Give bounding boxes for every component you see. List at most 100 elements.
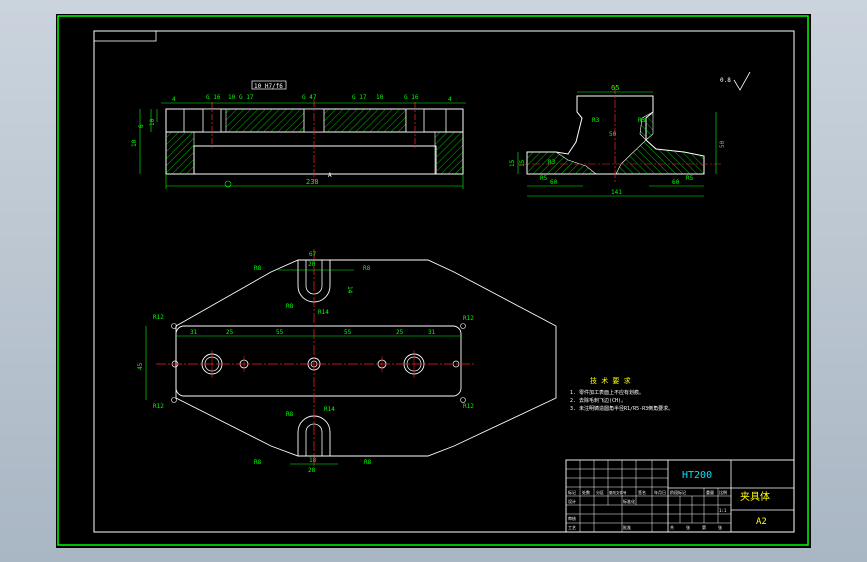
plan-dim-r8-br: R8	[364, 459, 372, 466]
plan-dim-slot-bot-w: 18	[309, 457, 317, 464]
side-dim-r3b: R3	[638, 117, 646, 124]
tb-role-0: 设计	[568, 498, 576, 504]
front-dim-d10b: 10	[376, 94, 384, 101]
plan-dim-slot-bot-d: 28	[308, 467, 316, 474]
plan-dim-r12-tr: R12	[463, 315, 474, 322]
side-hatch-left	[526, 151, 597, 175]
front-dim-g16a: G 16	[206, 94, 221, 101]
drawing-sheet: 10 H7/f6 238 A 4 6 10 10 G 16 10 G 17 G …	[56, 14, 811, 548]
plan-view: 67 20 14 R8 R8 R8 R14 R12 R12 R12 R12 31…	[137, 249, 557, 474]
inner-frame	[93, 30, 795, 533]
plan-dim-x31-l: 31	[190, 329, 198, 336]
surface-roughness-symbol: 0.8	[720, 71, 751, 91]
front-dim-top-left: 4	[172, 96, 176, 103]
tb-row-label-4: 签名	[638, 489, 646, 495]
tech-req-item-3: 3. 未注明铸造圆角半径R1/R5-R3倒角要求。	[570, 405, 673, 412]
front-view: 10 H7/f6 238 A 4 6 10 10 G 16 10 G 17 G …	[131, 80, 466, 189]
side-dim-right-h: 50	[719, 140, 726, 148]
tb-sheet-size: A2	[756, 517, 767, 527]
plan-slot-bottom-inner	[305, 423, 323, 456]
tech-req-title: 技 术 要 求	[590, 376, 631, 385]
tb-stage-1: 重量	[706, 489, 714, 495]
side-dim-r3a: R3	[592, 117, 600, 124]
plan-dim-x25-r: 25	[396, 329, 404, 336]
plan-dim-r8-top-inner: R8	[286, 303, 294, 310]
tb-role-4: 批准	[623, 524, 631, 530]
tb-row-label-5: 年月日	[654, 489, 666, 495]
front-dim-left-h2: 10	[149, 118, 156, 126]
side-dim-r5b: R5	[686, 175, 694, 182]
title-block-grid	[566, 460, 731, 532]
corner-label-box	[93, 30, 157, 42]
front-datum-circle	[224, 180, 232, 188]
side-dim-chamfer: R3	[548, 159, 556, 166]
side-dim-h-left: 15	[509, 159, 516, 167]
side-dim-right-w: 60	[672, 179, 680, 186]
tb-sheet-1: 张	[686, 524, 690, 530]
front-dim-g16b: G 16	[404, 94, 419, 101]
tb-sheet-2: 第	[702, 524, 706, 530]
tb-row-label-0: 标记	[568, 489, 576, 495]
plan-dim-slot-top-w: 67	[309, 251, 317, 258]
plan-dim-height: 45	[137, 362, 144, 370]
front-boss-left	[165, 108, 185, 133]
tb-row-label-2: 分区	[596, 489, 604, 495]
tb-row-label-1: 处数	[582, 489, 590, 495]
plan-corner-br	[460, 397, 466, 403]
plan-dim-x55-l: 55	[276, 329, 284, 336]
outer-frame	[57, 15, 809, 546]
tech-req-item-1: 1. 零件加工表面上不应有划痕。	[570, 389, 644, 396]
plan-dim-slot-top-d: 14	[346, 286, 353, 294]
plan-dim-r8-tr: R8	[363, 265, 371, 272]
front-dim-length: 238	[306, 178, 319, 186]
front-dim-left-h3: 10	[131, 139, 138, 147]
plan-corner-tl	[171, 323, 177, 329]
tb-part-name: 夹具体	[740, 490, 770, 503]
plan-dim-r12-tl: R12	[153, 314, 164, 321]
tb-stage-2: 比例	[719, 489, 727, 495]
plan-dim-r8-bot-inner: R8	[286, 411, 294, 418]
side-dim-top-label: 65	[611, 84, 619, 92]
plan-corner-tr	[460, 323, 466, 329]
front-dim-a: A	[328, 172, 332, 179]
plan-dim-r8-bl: R8	[254, 459, 262, 466]
plan-dim-r12-br: R12	[463, 403, 474, 410]
tb-stage-0: 阶段标记	[670, 489, 686, 495]
tb-scale: 1:1	[719, 508, 727, 513]
tech-requirements: 技 术 要 求 1. 零件加工表面上不应有划痕。 2. 去除毛刺飞边(CH)。 …	[570, 376, 673, 412]
front-note: 10 H7/f6	[254, 83, 283, 90]
side-dim-total-w: 141	[611, 189, 622, 196]
drawing-canvas: 10 H7/f6 238 A 4 6 10 10 G 16 10 G 17 G …	[57, 15, 809, 546]
tb-role-3: 工艺	[568, 525, 576, 530]
tb-sheet-3: 张	[718, 524, 722, 530]
svg-text:0.8: 0.8	[720, 77, 731, 84]
front-dim-g17b: G 17	[352, 94, 367, 101]
plan-dim-slot-top-inner: 20	[308, 261, 316, 268]
plan-corner-bl	[171, 397, 177, 403]
front-dim-left-h1: 6	[138, 124, 145, 128]
front-note-box	[251, 80, 287, 90]
tb-role-2: 审核	[568, 515, 576, 521]
front-dim-g47: G 47	[302, 94, 317, 101]
front-hatch-left	[165, 131, 195, 175]
front-view-body	[165, 131, 464, 175]
plan-dim-x31-r: 31	[428, 329, 436, 336]
plan-outline	[175, 259, 557, 457]
front-dim-top-right: 4	[448, 96, 452, 103]
side-hatch-right	[615, 139, 705, 175]
tb-sheet-0: 共	[670, 524, 674, 530]
side-dim-r5a: R5	[540, 175, 548, 182]
front-boss-right	[445, 108, 464, 133]
tb-material: HT200	[682, 470, 712, 481]
plan-dim-r8-tl: R8	[254, 265, 262, 272]
side-dim-mid: 50	[609, 131, 617, 138]
plan-dim-r14-bot: R14	[324, 406, 335, 413]
front-hatch-right	[434, 131, 464, 175]
plan-dim-x55-r: 55	[344, 329, 352, 336]
side-view: 65 R3 R3 50 15 15 60 60 141 50 R5 R5 R3 …	[509, 71, 751, 197]
side-dim-left-w: 60	[550, 179, 558, 186]
side-dim-h-left2: 15	[519, 159, 526, 167]
front-dim-d10a: 10	[228, 94, 236, 101]
front-dim-g17a: G 17	[239, 94, 254, 101]
